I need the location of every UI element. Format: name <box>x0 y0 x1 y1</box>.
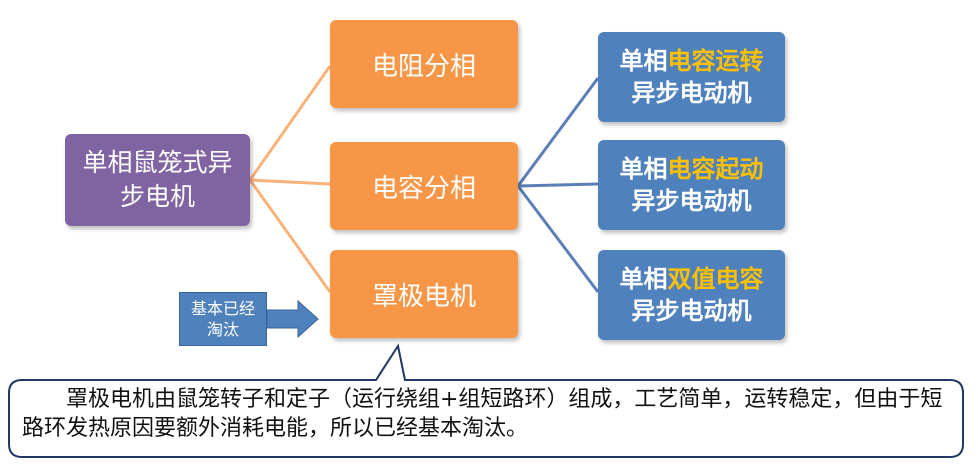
connector-root-to-resistance <box>248 65 332 181</box>
leaf-dual-capacitor: 单相双值电容 异步电动机 <box>598 250 785 340</box>
leaf-line2: 异步电动机 <box>631 79 752 107</box>
connector-capacitor-to-start <box>517 182 599 188</box>
leaf-prefix: 单相 <box>619 265 668 293</box>
leaf-capacitor-start: 单相电容起动 异步电动机 <box>598 140 785 230</box>
method-label: 电阻分相 <box>371 51 476 82</box>
connector-capacitor-to-run <box>516 77 600 187</box>
connector-root-to-capacitor <box>249 178 331 186</box>
callout-text: 罩极电机由鼠笼转子和定子（运行绕组+组短路环）组成，工艺简单，运转稳定，但由于短… <box>22 387 943 441</box>
method-label: 电容分相 <box>371 173 476 204</box>
connector-capacitor-to-dual <box>516 185 600 293</box>
leaf-prefix: 单相 <box>619 47 668 75</box>
leaf-line2: 异步电动机 <box>631 187 752 215</box>
method-capacitor-split: 电容分相 <box>330 142 518 230</box>
callout-bubble <box>8 343 964 458</box>
leaf-capacitor-run: 单相电容运转 异步电动机 <box>598 32 785 122</box>
method-resistance-split: 电阻分相 <box>330 20 518 108</box>
leaf-line2: 异步电动机 <box>631 297 752 325</box>
note-arrow <box>266 299 319 339</box>
leaf-line1: 单相双值电容 <box>620 263 764 295</box>
obsolete-note-label: 基本已经淘汰 <box>191 299 256 339</box>
connector-root-to-shaded-pole <box>248 179 332 293</box>
obsolete-note: 基本已经淘汰 <box>179 292 267 346</box>
method-shaded-pole: 罩极电机 <box>330 250 518 338</box>
root-label: 单相鼠笼式异步电机 <box>82 148 233 211</box>
method-label: 罩极电机 <box>371 281 476 312</box>
leaf-highlight: 电容起动 <box>667 155 764 183</box>
leaf-line1: 单相电容起动 <box>620 153 764 185</box>
leaf-prefix: 单相 <box>619 155 668 183</box>
leaf-highlight: 双值电容 <box>667 265 764 293</box>
root-node: 单相鼠笼式异步电机 <box>65 134 250 226</box>
leaf-line1: 单相电容运转 <box>620 45 764 77</box>
leaf-highlight: 电容运转 <box>667 47 764 75</box>
